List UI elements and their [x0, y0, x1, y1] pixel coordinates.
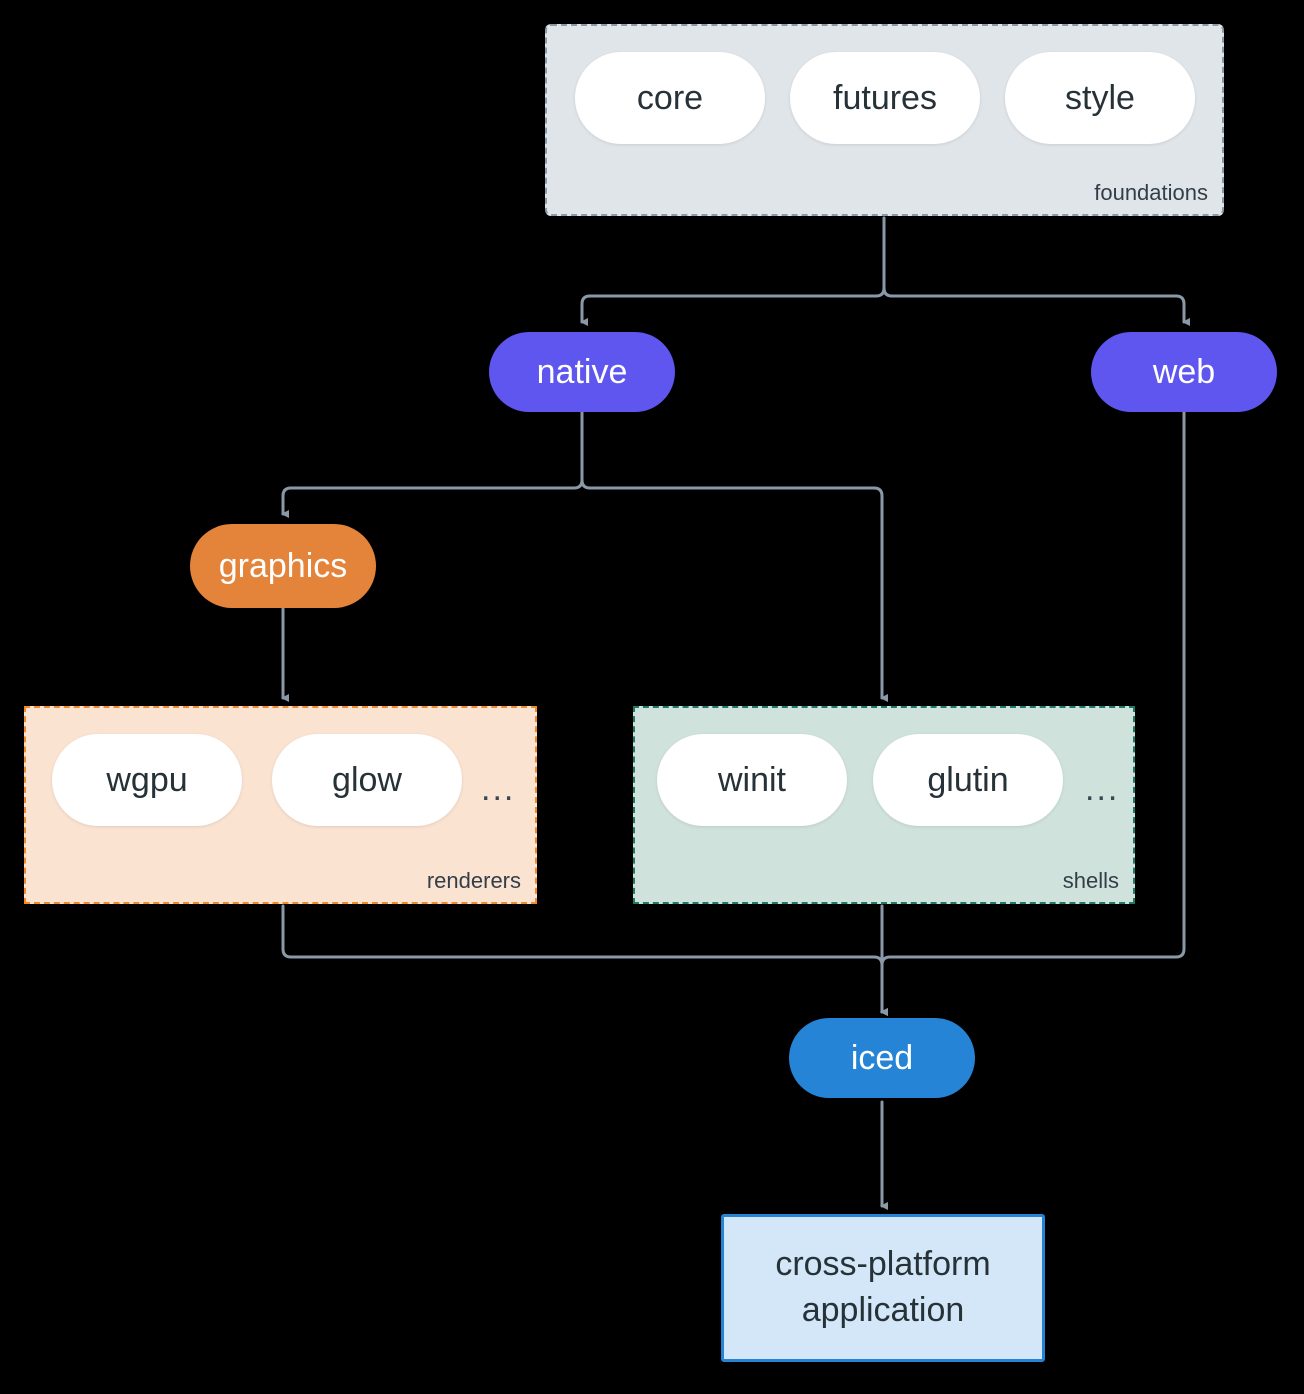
leaf-futures-label: futures — [833, 78, 937, 117]
leaf-glutin[interactable]: glutin — [873, 734, 1063, 826]
leaf-core-label: core — [636, 78, 704, 117]
leaf-wgpu[interactable]: wgpu — [52, 734, 242, 826]
group-foundations-label: foundations — [1094, 180, 1208, 205]
node-graphics-label: graphics — [218, 546, 348, 585]
edge-native-to-graphics — [281, 410, 584, 518]
group-shells: winit glutin ... shells — [633, 706, 1135, 904]
node-iced-label: iced — [850, 1038, 914, 1077]
leaf-glow[interactable]: glow — [272, 734, 462, 826]
application-label-line2: application — [801, 1291, 965, 1329]
leaf-style[interactable]: style — [1005, 52, 1195, 144]
edge-foundations-to-native — [580, 216, 886, 326]
leaf-futures[interactable]: futures — [790, 52, 980, 144]
edge-renderers-to-iced — [281, 904, 888, 1016]
node-web[interactable]: web — [1091, 332, 1277, 412]
node-web-label: web — [1152, 352, 1216, 391]
leaf-style-label: style — [1065, 78, 1135, 117]
application-label-line1: cross-platform — [775, 1245, 991, 1284]
group-renderers-label: renderers — [426, 868, 521, 893]
node-native[interactable]: native — [489, 332, 675, 412]
leaf-glow-label: glow — [332, 760, 402, 799]
leaf-winit-label: winit — [717, 760, 787, 799]
leaf-core[interactable]: core — [575, 52, 765, 144]
node-graphics[interactable]: graphics — [190, 524, 376, 608]
edge-native-to-shells — [580, 410, 888, 702]
edge-foundations-to-web — [882, 216, 1190, 326]
shells-more-ellipsis: ... — [1085, 770, 1120, 808]
group-foundations: core futures style foundations — [545, 24, 1224, 216]
node-iced[interactable]: iced — [789, 1018, 975, 1098]
renderers-more-ellipsis: ... — [481, 770, 516, 808]
node-cross-platform-application[interactable]: cross-platform application — [721, 1214, 1045, 1362]
node-native-label: native — [536, 352, 628, 391]
leaf-winit[interactable]: winit — [657, 734, 847, 826]
group-renderers: wgpu glow ... renderers — [24, 706, 537, 904]
group-shells-label: shells — [1062, 868, 1119, 893]
leaf-wgpu-label: wgpu — [106, 760, 188, 799]
leaf-glutin-label: glutin — [927, 760, 1009, 799]
